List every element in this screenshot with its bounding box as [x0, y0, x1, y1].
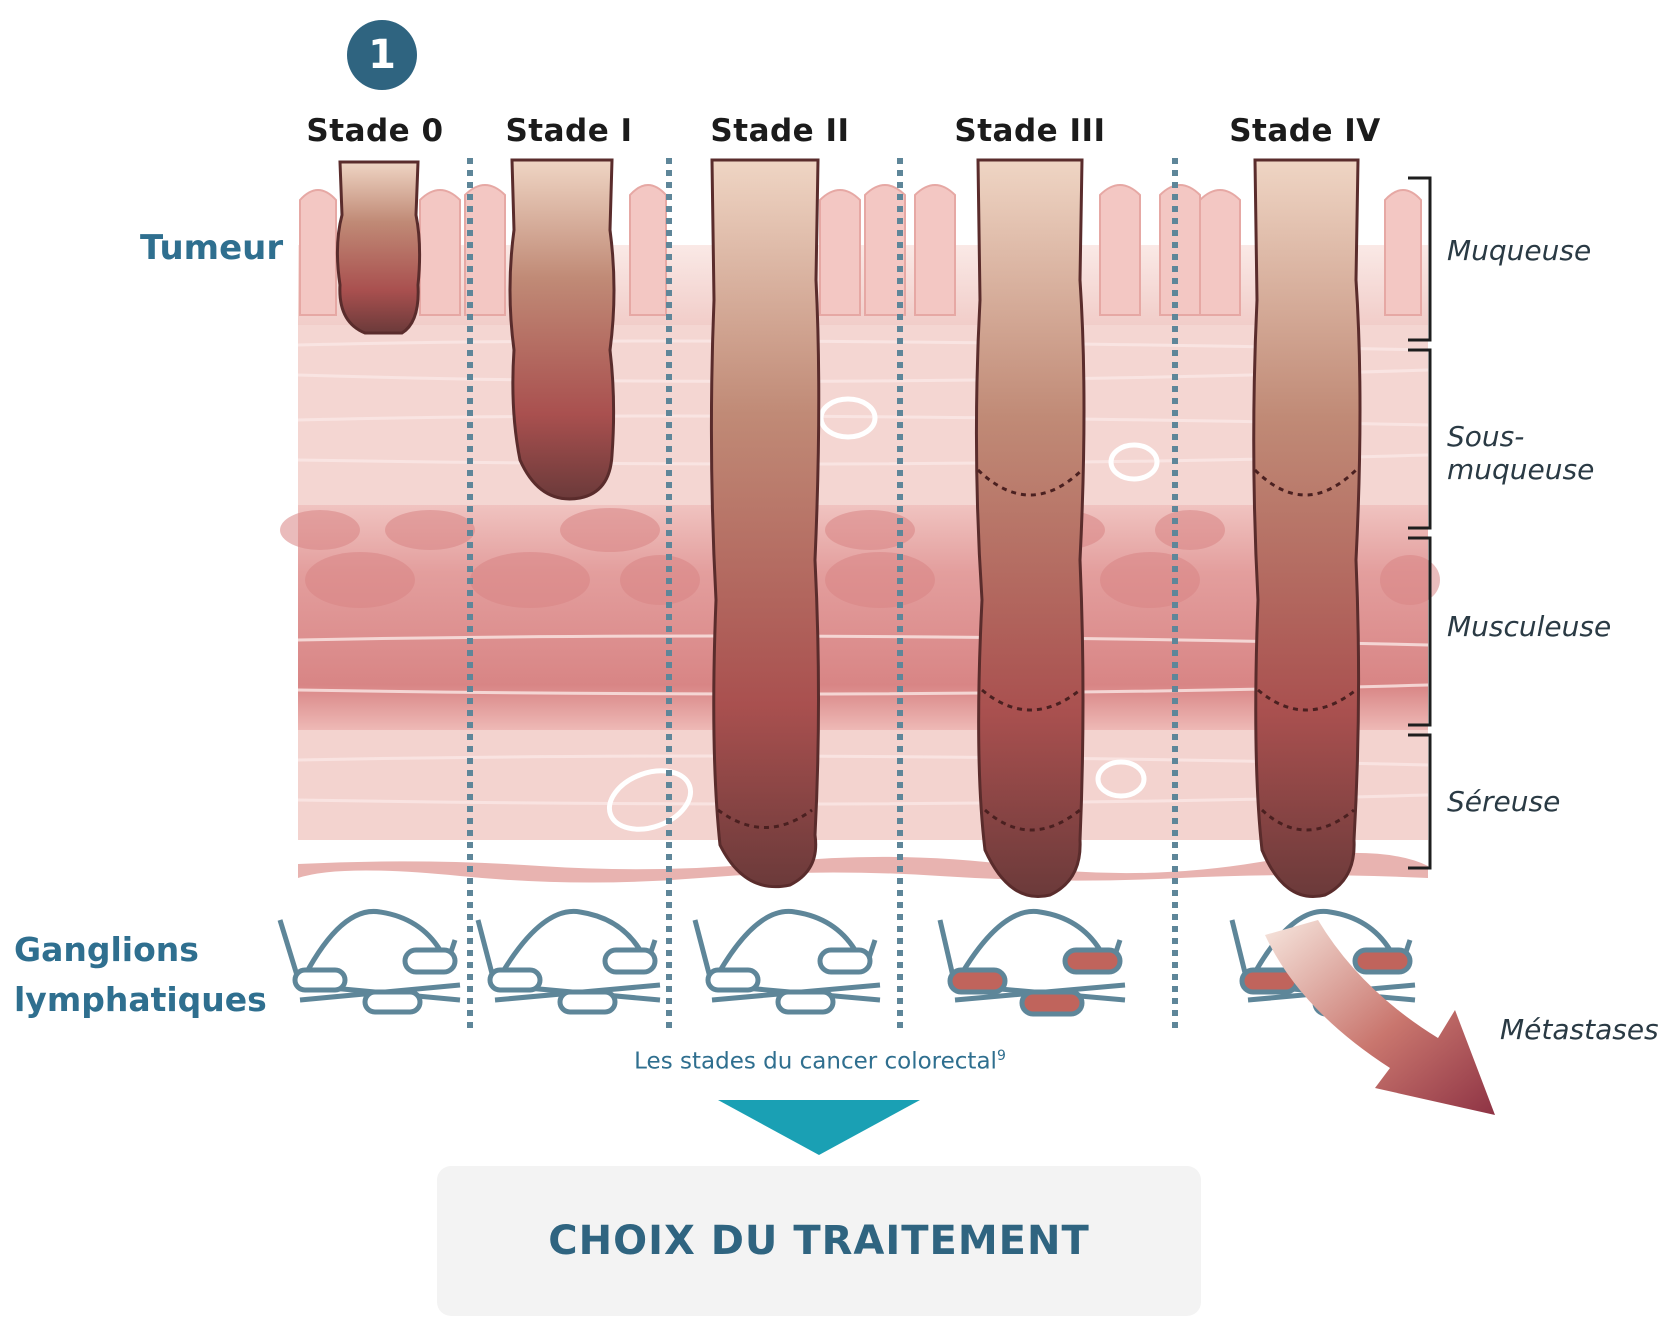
- tumor-stage-4: [1252, 158, 1362, 898]
- metastasis-arrow: [1265, 920, 1495, 1115]
- stage-label-0: Stade 0: [306, 113, 444, 149]
- layer-label-mucosa: Muqueuse: [1447, 234, 1592, 267]
- layer-label-muscularis: Musculeuse: [1447, 610, 1612, 643]
- tumor-layer-markers: [717, 468, 1358, 832]
- step-number-badge: 1: [347, 20, 417, 90]
- tissue-layers: [280, 184, 1440, 883]
- lymph-node-group-stage-0: [277, 908, 461, 1015]
- treatment-choice-label: CHOIX DU TRAITEMENT: [548, 1218, 1090, 1264]
- submucosa-layer: [298, 325, 1428, 505]
- tumor-stage-1: [508, 158, 616, 501]
- stage-separators: [467, 158, 1178, 1030]
- stage-label-4: Stade IV: [1229, 113, 1381, 149]
- tumor-stage-2: [709, 158, 821, 889]
- lymph-nodes-label-line1: Ganglions: [14, 930, 199, 969]
- caption-footnote: 9: [996, 1048, 1006, 1064]
- metastases-label: Métastases: [1500, 1013, 1659, 1046]
- serosa-edge: [298, 852, 1428, 883]
- layer-label-submucosa: Sous-muqueuse: [1447, 420, 1595, 486]
- lymph-node-group-stage-3: [937, 908, 1126, 1017]
- lymph-nodes-label-line2: lymphatiques: [14, 980, 267, 1019]
- vessels: [606, 396, 1160, 832]
- tumor-label: Tumeur: [140, 228, 284, 268]
- lymph-node-group-stage-1: [475, 908, 661, 1015]
- caption-text: Les stades du cancer colorectal: [634, 1048, 997, 1075]
- figure-caption: Les stades du cancer colorectal9: [560, 1048, 1080, 1075]
- tumor-stage-0: [335, 160, 422, 335]
- lymph-node-group-stage-2: [692, 908, 881, 1015]
- layer-label-serosa: Séreuse: [1447, 785, 1561, 818]
- villi: [299, 184, 1422, 316]
- lymph-nodes: [277, 908, 1416, 1017]
- layer-brackets: [1408, 176, 1432, 870]
- tumor-stage-3: [974, 158, 1086, 898]
- treatment-choice-box[interactable]: CHOIX DU TRAITEMENT: [437, 1166, 1201, 1316]
- serosa-layer: [298, 730, 1428, 840]
- down-arrow-icon: [718, 1100, 920, 1155]
- tumors: [335, 158, 1362, 898]
- stage-label-2: Stade II: [710, 113, 850, 149]
- stage-label-1: Stade I: [505, 113, 633, 149]
- stage-label-3: Stade III: [954, 113, 1106, 149]
